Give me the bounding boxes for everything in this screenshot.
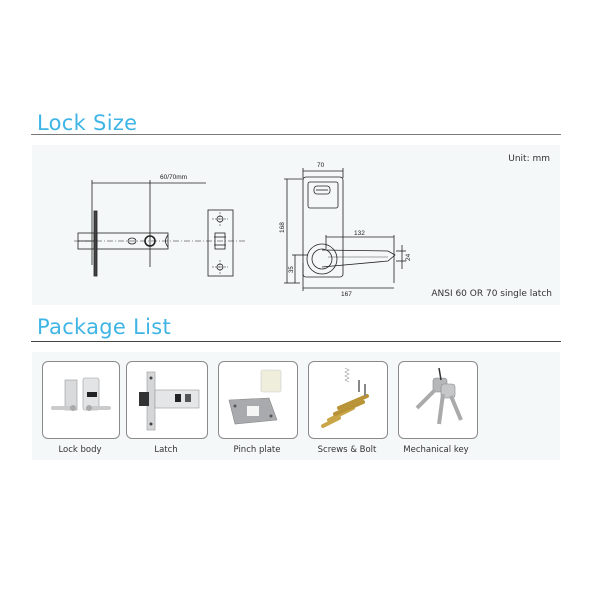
package-item-lock-body (42, 361, 120, 439)
package-list-panel: Lock body Latch Pinch plate (32, 352, 560, 460)
lock-size-panel: Unit: mm (32, 145, 560, 305)
lock-body-image (51, 377, 111, 411)
package-item-screws-bolt (308, 361, 388, 439)
strike-plate-image (228, 369, 282, 425)
lock-body-dimension-drawing: 70 168 132 24 167 35 (279, 162, 412, 298)
package-item-latch (126, 361, 208, 439)
rose-offset-dimension: 35 (289, 266, 295, 273)
height-dimension: 168 (279, 222, 286, 233)
unit-label: Unit: mm (508, 154, 550, 164)
package-item-label: Lock body (58, 445, 102, 455)
lever-height-dimension: 24 (405, 253, 412, 261)
backset-dimension: 60/70mm (160, 174, 187, 181)
lever-length-dimension: 132 (354, 230, 365, 237)
package-item-label: Latch (154, 445, 178, 455)
lock-size-divider (31, 134, 561, 135)
width-dimension: 70 (317, 162, 325, 169)
package-list-title: Package List (37, 315, 172, 339)
package-item-label: Pinch plate (233, 445, 281, 455)
package-item-label: Screws & Bolt (317, 445, 377, 455)
keys-image (415, 367, 463, 425)
lock-size-title: Lock Size (37, 111, 138, 135)
package-item-mechanical-key (398, 361, 478, 439)
screws-image (321, 367, 369, 428)
package-item-pinch-plate (218, 361, 298, 439)
latch-note: ANSI 60 OR 70 single latch (431, 289, 552, 299)
package-item-label: Mechanical key (403, 445, 469, 455)
latch-dimension-drawing: 60/70mm (74, 174, 247, 277)
package-list-divider (31, 341, 561, 342)
latch-image (139, 371, 200, 431)
total-width-dimension: 167 (341, 291, 352, 298)
